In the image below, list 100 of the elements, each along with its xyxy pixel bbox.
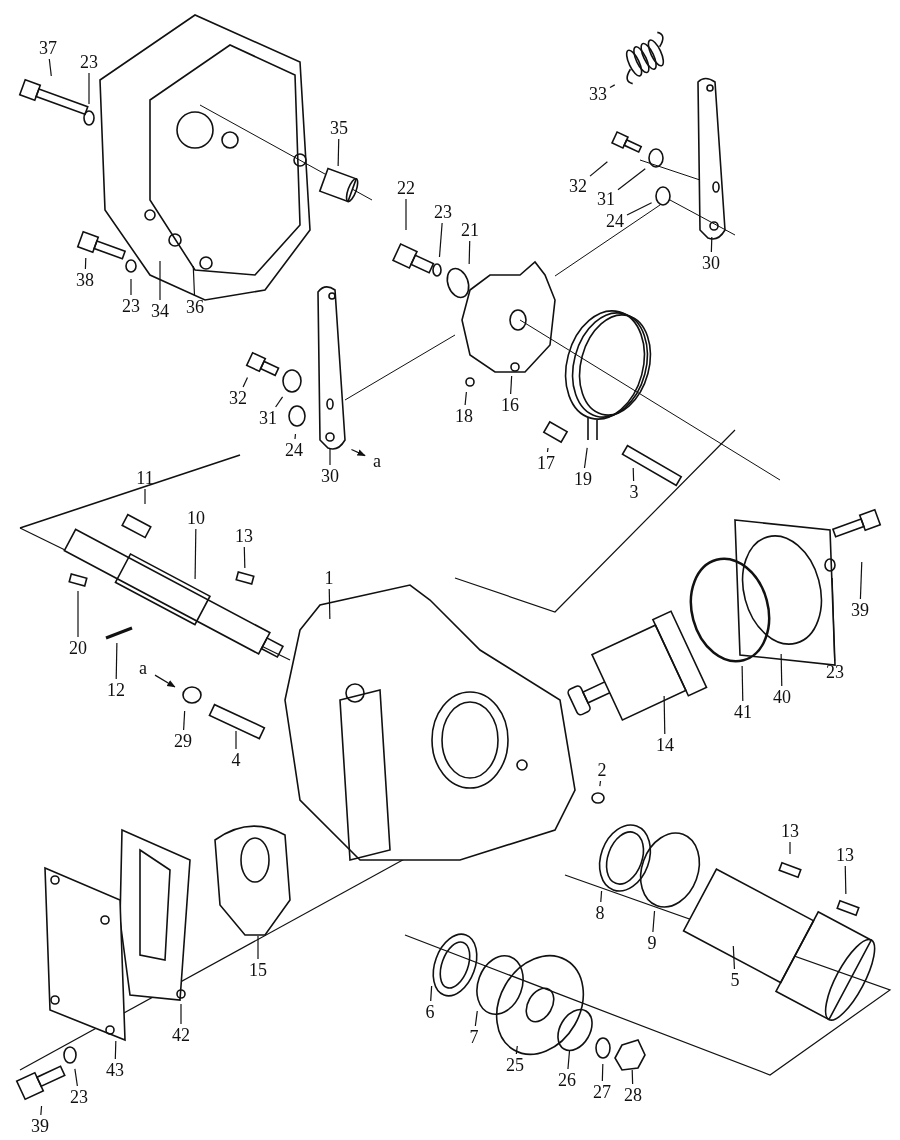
leader-line [589, 161, 608, 177]
leader-line [546, 447, 549, 453]
leader-line [275, 396, 284, 408]
callout-number: 35 [330, 118, 348, 138]
callout-number: 39 [851, 600, 869, 620]
leader-line [405, 198, 407, 231]
leader-line [257, 935, 259, 960]
leader-line [859, 561, 863, 600]
arrow [154, 674, 176, 688]
callout-number: 32 [229, 388, 247, 408]
callout-number: 18 [455, 406, 473, 426]
leader-line [159, 260, 161, 301]
callout-number: 25 [506, 1055, 524, 1075]
callout-number: 31 [597, 189, 615, 209]
leader-line [732, 945, 736, 970]
leader-line [180, 1003, 182, 1025]
leader-line [48, 58, 52, 77]
leader-line [652, 910, 656, 933]
callout-number: 39 [31, 1116, 49, 1136]
leader-line [40, 1105, 43, 1116]
leader-line [663, 695, 666, 735]
callout-number: 36 [186, 297, 204, 317]
callout-number: 41 [734, 702, 752, 722]
leader-line [601, 1063, 604, 1082]
leader-line [626, 202, 653, 216]
callout-number: 14 [656, 735, 674, 755]
callout-number: 23 [70, 1087, 88, 1107]
leader-line [88, 72, 90, 105]
leader-line [130, 278, 132, 296]
leader-line [515, 1045, 518, 1055]
callout-number: 24 [285, 440, 303, 460]
leader-line [84, 257, 87, 270]
leader-line [844, 865, 847, 895]
leader-line [789, 841, 791, 855]
leader-line [609, 84, 616, 89]
callout-number: 9 [647, 933, 657, 953]
callout-number: 33 [589, 84, 607, 104]
callout-number: 23 [434, 202, 452, 222]
leader-line [438, 222, 443, 258]
callout-number: a [373, 451, 381, 471]
leader-line [631, 1069, 634, 1085]
callout-number: 19 [574, 469, 592, 489]
leader-line [831, 577, 836, 662]
callout-number: 21 [461, 220, 479, 240]
leader-line [235, 730, 237, 750]
callout-number: 22 [397, 178, 415, 198]
leader-line [567, 1050, 571, 1070]
callout-number: 34 [151, 301, 169, 321]
leader-line [741, 665, 744, 702]
callout-number: 4 [231, 750, 241, 770]
leader-line [430, 985, 433, 1002]
callout-number: 10 [187, 508, 205, 528]
callout-number: 13 [836, 845, 854, 865]
leader-line [294, 433, 297, 440]
callout-number: 24 [606, 211, 624, 231]
callout-number: 8 [595, 903, 605, 923]
leader-line [710, 236, 713, 253]
leader-line [600, 890, 603, 903]
leader-line [194, 528, 197, 580]
leader-line [192, 265, 196, 297]
callout-number: 28 [624, 1085, 642, 1105]
callout-number: 3 [629, 482, 639, 502]
callout-number: a [139, 658, 147, 678]
leader-line [474, 1010, 478, 1027]
leader-line [510, 375, 513, 395]
leader-line [74, 1068, 78, 1087]
callout-number: 32 [569, 176, 587, 196]
leader-line [337, 138, 340, 167]
callout-number: 29 [174, 731, 192, 751]
leader-line [468, 240, 471, 265]
leader-line [183, 710, 186, 731]
callout-number: 17 [537, 453, 555, 473]
leader-line [464, 391, 467, 406]
callout-number: 13 [781, 821, 799, 841]
callout-number: 5 [730, 970, 740, 990]
leader-line [115, 642, 118, 680]
callout-number: 12 [107, 680, 125, 700]
leader-line [583, 447, 588, 469]
callout-number: 11 [136, 468, 154, 488]
callout-number: 30 [702, 253, 720, 273]
leader-line [114, 1040, 117, 1060]
callout-number: 43 [106, 1060, 124, 1080]
callout-number: 15 [249, 960, 267, 980]
callout-number: 13 [235, 526, 253, 546]
leader-line [329, 447, 331, 466]
callout-number: 23 [826, 662, 844, 682]
callout-number: 37 [39, 38, 57, 58]
leader-line [617, 168, 646, 191]
leader-line [328, 588, 331, 620]
leader-line [599, 780, 602, 787]
leader-line [144, 488, 146, 505]
leader-line [632, 467, 635, 482]
callout-number: 6 [425, 1002, 435, 1022]
arrow [350, 448, 366, 457]
callout-number: 27 [593, 1082, 611, 1102]
callout-number: 42 [172, 1025, 190, 1045]
callout-number: 20 [69, 638, 87, 658]
callout-number: 2 [597, 760, 607, 780]
callout-number: 1 [324, 568, 334, 588]
callout-number: 38 [76, 270, 94, 290]
